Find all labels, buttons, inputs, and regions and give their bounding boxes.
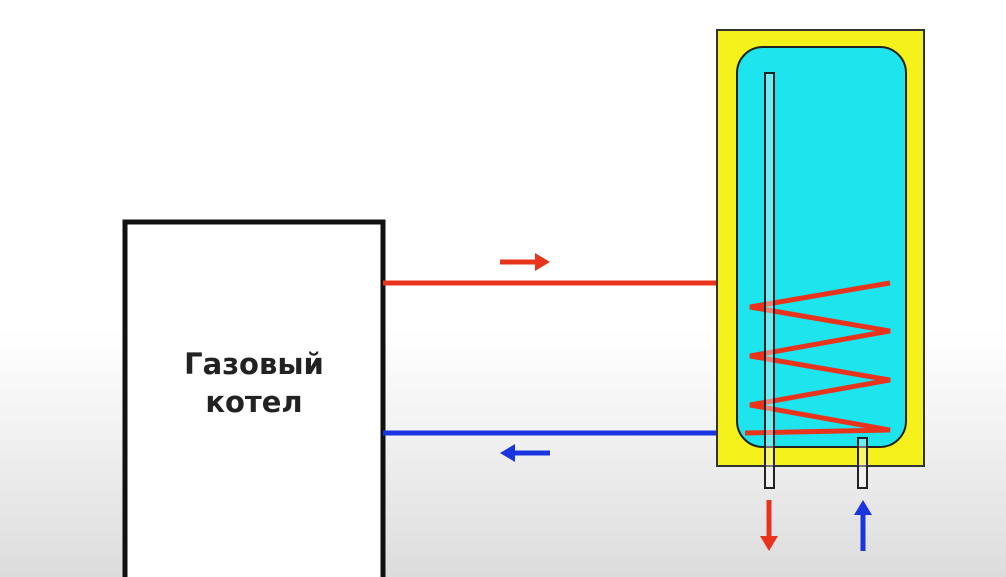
boiler-label-line1: Газовый <box>184 347 324 381</box>
boiler-label: Газовый котел <box>126 345 382 421</box>
gas-boiler-box <box>122 219 386 577</box>
arrow-up-icon <box>854 500 872 551</box>
boiler-label-line2: котел <box>205 385 303 419</box>
arrow-left-icon <box>500 444 550 462</box>
hot-water-tube <box>764 72 775 489</box>
arrow-down-icon <box>760 500 778 551</box>
tank-water <box>736 46 907 448</box>
cold-water-tube <box>857 437 868 489</box>
arrow-right-icon <box>500 253 550 271</box>
